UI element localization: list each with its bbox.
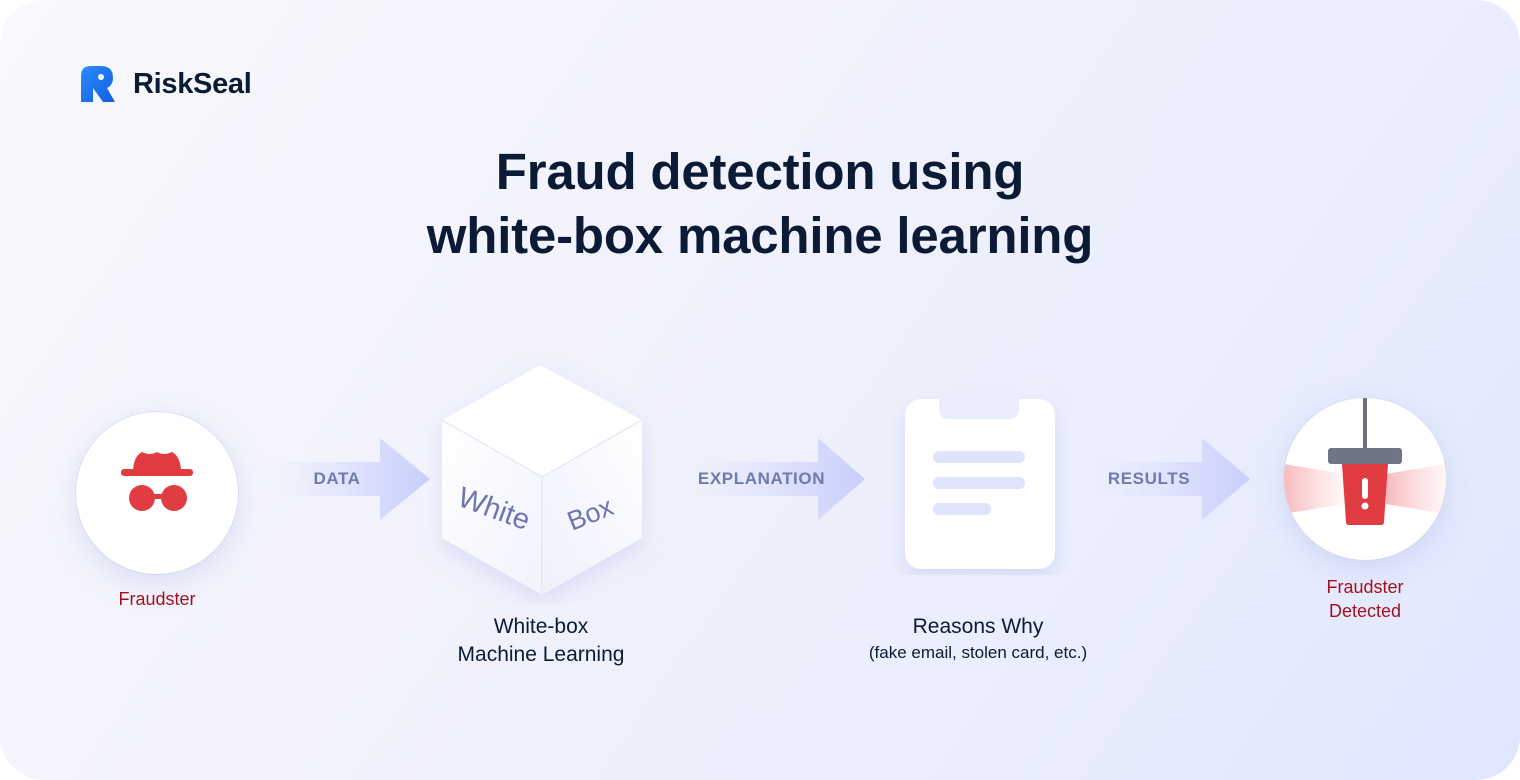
model-label-line-1: White-box — [400, 613, 682, 641]
detected-label-line-2: Detected — [1284, 599, 1446, 623]
fraudster-node — [76, 412, 238, 574]
brand-logo: RiskSeal — [79, 64, 252, 104]
results-arrow-label: RESULTS — [1069, 469, 1229, 489]
brand-name: RiskSeal — [133, 68, 252, 101]
data-arrow: DATA — [268, 438, 430, 520]
reasons-title: Reasons Why — [830, 613, 1126, 641]
detected-label-line-1: Fraudster — [1284, 575, 1446, 599]
model-label: White-box Machine Learning — [400, 613, 682, 669]
page-title: Fraud detection using white-box machine … — [0, 140, 1520, 268]
data-arrow-label: DATA — [256, 469, 418, 489]
title-line-1: Fraud detection using — [0, 140, 1520, 204]
reasons-subtitle: (fake email, stolen card, etc.) — [830, 642, 1126, 664]
fraudster-label: Fraudster — [76, 587, 238, 611]
results-arrow: RESULTS — [1090, 438, 1250, 520]
explanation-arrow: EXPLANATION — [688, 438, 865, 520]
riskseal-logo-icon — [79, 64, 119, 104]
reasons-label: Reasons Why (fake email, stolen card, et… — [830, 613, 1126, 664]
title-line-2: white-box machine learning — [0, 204, 1520, 268]
spy-icon — [76, 412, 238, 574]
detected-node — [1284, 398, 1446, 560]
detected-label: Fraudster Detected — [1284, 575, 1446, 623]
alarm-icon — [1284, 398, 1446, 560]
clipboard-icon — [890, 385, 1070, 575]
reasons-clipboard — [890, 385, 1070, 575]
cube-icon: White Box — [420, 355, 660, 605]
explanation-arrow-label: EXPLANATION — [673, 469, 850, 489]
model-label-line-2: Machine Learning — [400, 641, 682, 669]
white-box-cube: White Box — [420, 355, 660, 605]
